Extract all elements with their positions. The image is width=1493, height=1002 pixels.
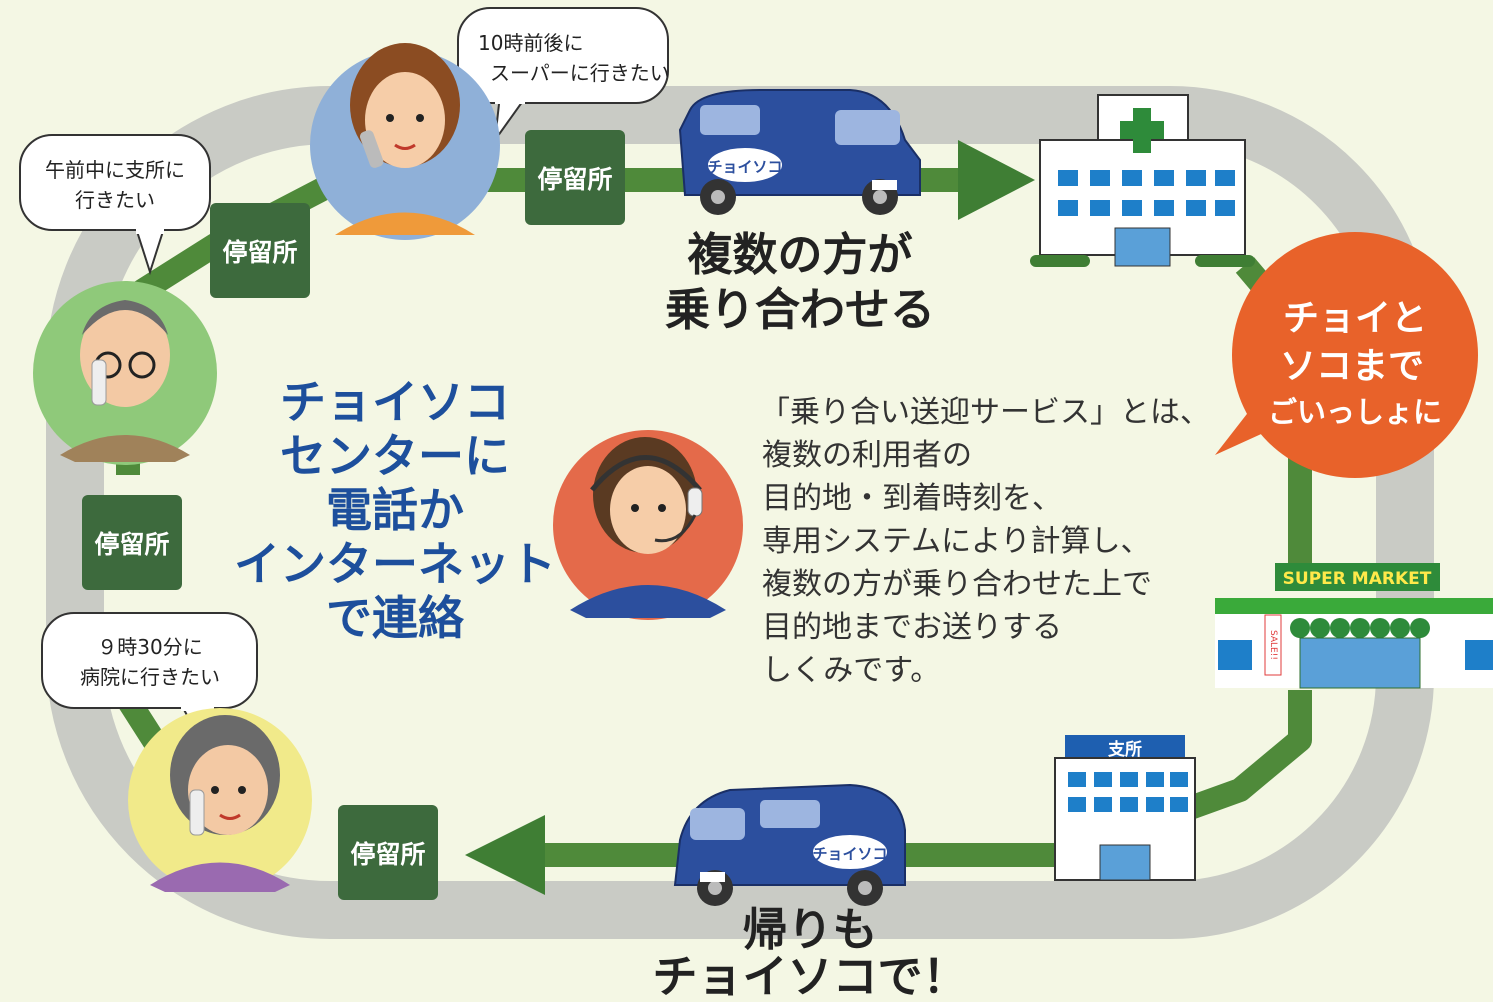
supermarket-sign: SUPER MARKET xyxy=(1283,569,1432,589)
van-logo: チョイソコ xyxy=(812,845,887,863)
description-line: しくみです。 xyxy=(762,653,940,688)
contact-line: センターに xyxy=(280,429,510,483)
sale-tag: SALE!! xyxy=(1268,630,1278,660)
hospital-building-icon xyxy=(1030,94,1255,267)
left-arrow-icon xyxy=(465,815,545,895)
branch-office-building-icon: 支所 xyxy=(1054,735,1196,881)
description-line: 複数の方が乗り合わせた上で xyxy=(762,567,1152,602)
right-arrow-icon xyxy=(958,140,1035,220)
speech-bubble: ９時30分に 病院に行きたい xyxy=(41,612,258,743)
shuttle-van-icon: チョイソコ xyxy=(678,89,921,215)
bubble-text: 午前中に支所に xyxy=(45,158,185,182)
bus-stop-label: 停留所 xyxy=(350,840,425,869)
contact-line: チョイソコ xyxy=(280,375,510,429)
bubble-text: 10時前後に xyxy=(478,31,583,55)
bus-stop-sign: 停留所 xyxy=(338,805,438,900)
elderly-woman-on-phone-avatar xyxy=(128,708,312,892)
bus-stop-sign: 停留所 xyxy=(525,130,625,225)
bubble-text: スーパーに行きたい xyxy=(490,61,670,85)
bus-stop-label: 停留所 xyxy=(222,238,297,267)
bus-stop-label: 停留所 xyxy=(537,165,612,194)
description-line: 複数の利用者の xyxy=(762,438,972,473)
bubble-text: 病院に行きたい xyxy=(80,665,220,689)
headline-line: チョイソコで！ xyxy=(652,950,967,1002)
service-description: 「乗り合い送迎サービス」とは、 複数の利用者の 目的地・到着時刻を、 専用システ… xyxy=(760,395,1210,688)
slogan-badge: チョイと ソコまで ごいっしょに xyxy=(1215,232,1478,478)
bus-stop-label: 停留所 xyxy=(94,530,169,559)
contact-line: インターネット xyxy=(234,537,556,591)
headline-line: 乗り合わせる xyxy=(665,283,935,336)
headline-line: 複数の方が xyxy=(687,228,912,281)
woman-on-phone-avatar xyxy=(310,43,500,240)
branch-sign: 支所 xyxy=(1108,739,1142,760)
shuttle-van-icon: チョイソコ xyxy=(673,783,906,906)
speech-bubble: 10時前後に スーパーに行きたい xyxy=(457,7,670,144)
headline-top: 複数の方が 乗り合わせる xyxy=(665,228,935,336)
badge-line: ソコまで xyxy=(1280,346,1424,387)
supermarket-building-icon: SUPER MARKET SALE!! xyxy=(1215,563,1493,689)
call-center-operator-avatar xyxy=(553,430,743,620)
description-line: 「乗り合い送迎サービス」とは、 xyxy=(760,395,1210,430)
bubble-text: 行きたい xyxy=(75,188,155,212)
bus-stop-sign: 停留所 xyxy=(210,203,310,298)
description-line: 専用システムにより計算し、 xyxy=(762,524,1151,559)
contact-line: で連絡 xyxy=(326,591,465,645)
headline-bottom: 帰りも チョイソコで！ xyxy=(652,903,967,1002)
contact-instruction: チョイソコ センターに 電話か インターネット で連絡 xyxy=(234,375,556,645)
speech-bubble: 午前中に支所に 行きたい xyxy=(19,134,211,276)
bus-stop-sign: 停留所 xyxy=(82,495,182,590)
badge-line: チョイと xyxy=(1283,298,1427,339)
badge-line: ごいっしょに xyxy=(1268,395,1442,429)
description-line: 目的地までお送りする xyxy=(762,610,1062,645)
elderly-man-on-phone-avatar xyxy=(33,281,217,465)
contact-line: 電話か xyxy=(326,483,464,537)
van-logo: チョイソコ xyxy=(707,158,782,176)
bubble-text: ９時30分に xyxy=(97,635,202,659)
headline-line: 帰りも xyxy=(742,903,877,956)
description-line: 目的地・到着時刻を、 xyxy=(762,481,1062,516)
